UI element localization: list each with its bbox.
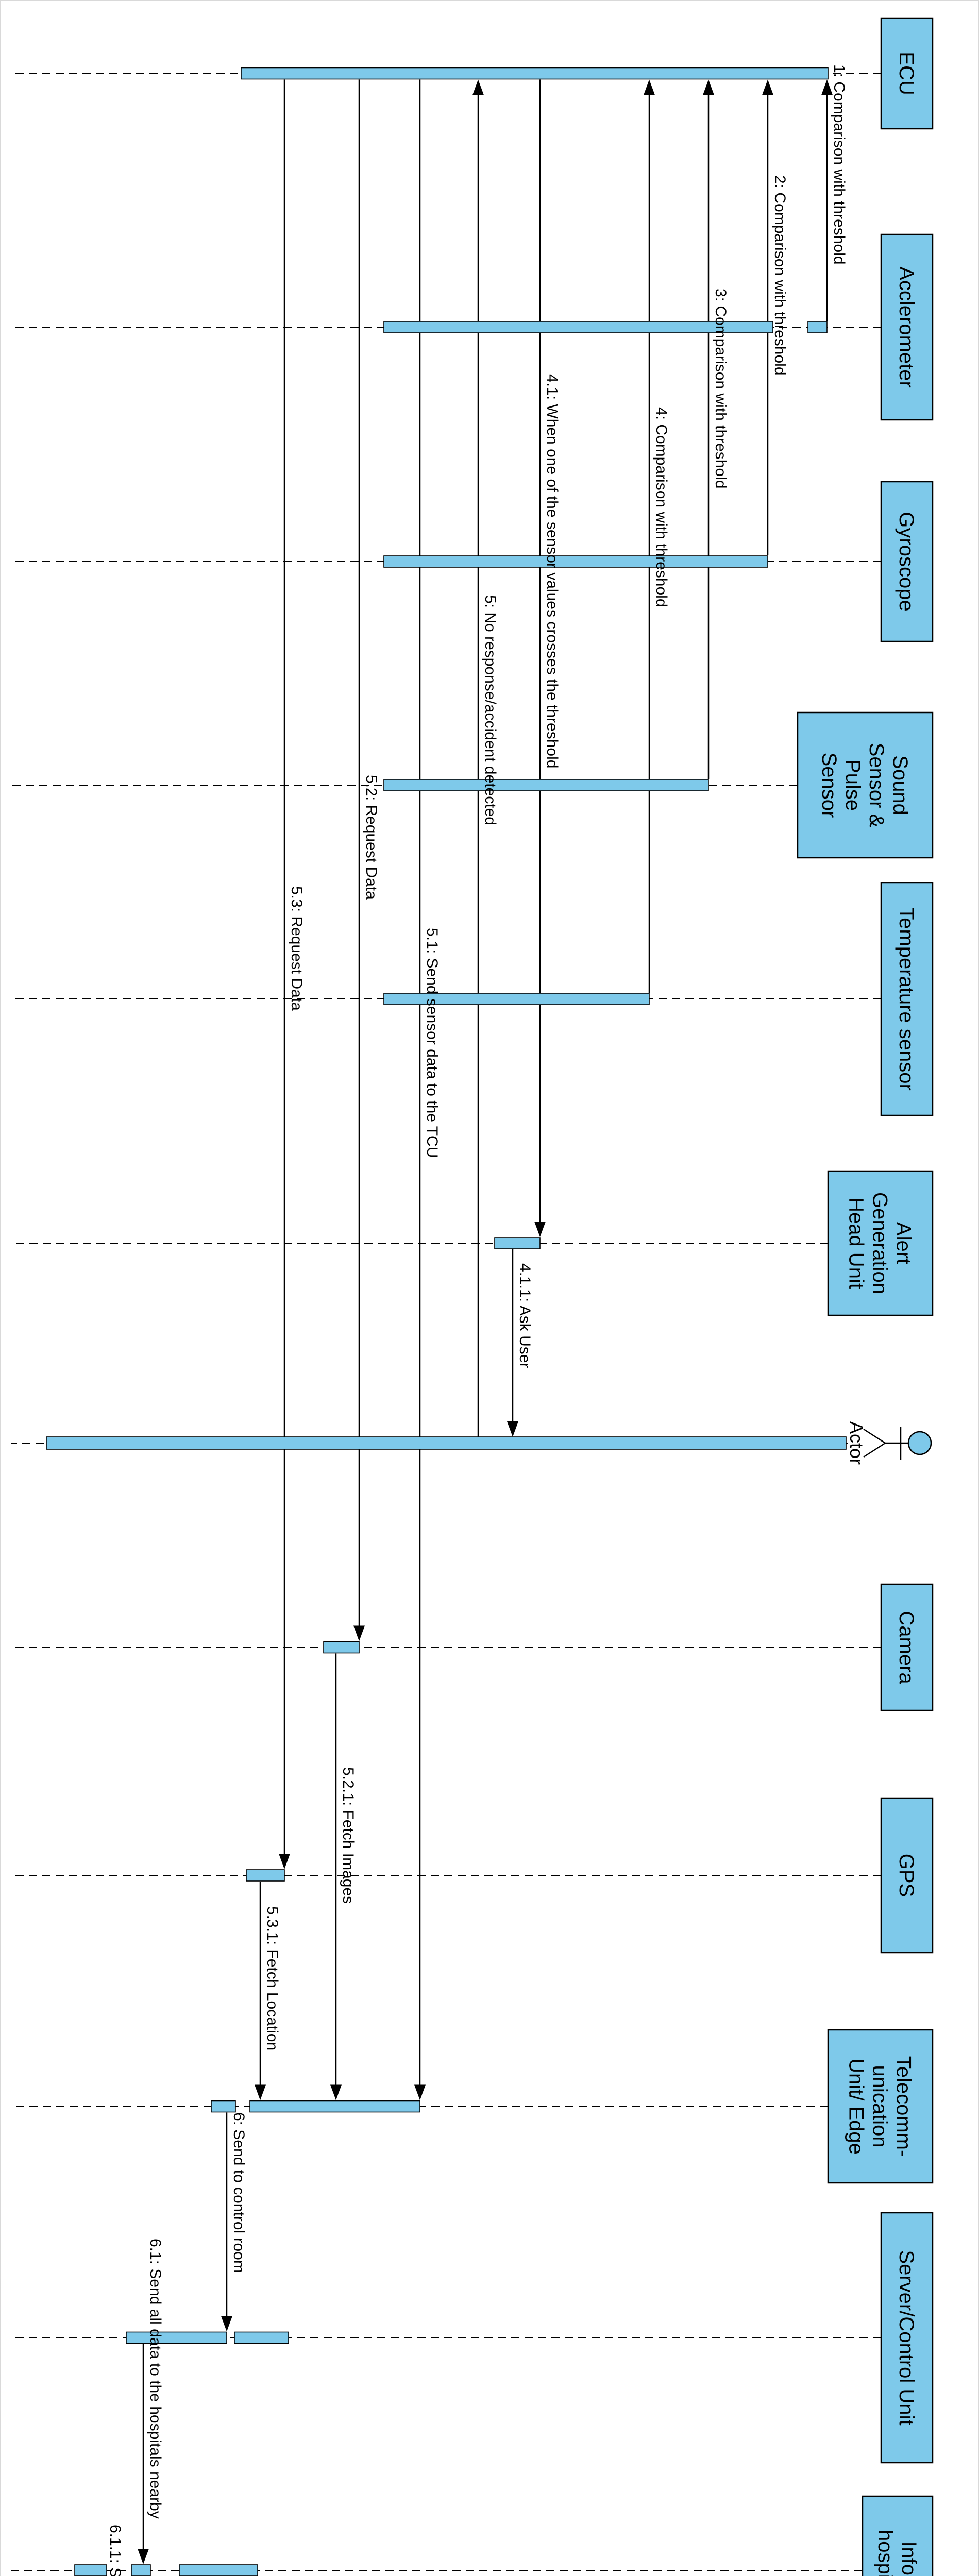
activation-gyroscope-3 <box>383 555 768 568</box>
message-label-3: 3: Comparison with threshold <box>712 289 729 489</box>
message-arrowhead-11 <box>279 1854 290 1869</box>
activation-inform-hospitals-16 <box>74 2564 107 2576</box>
participant-box-accelerometer <box>880 233 934 421</box>
message-arrowhead-9 <box>353 1625 365 1641</box>
activation-telecommunication-unit-edge-11 <box>211 2100 236 2113</box>
activation-accelerometer-1 <box>807 321 828 333</box>
actor-figure-icon <box>863 1427 932 1460</box>
participant-label-telecommunication-unit-edge: Telecomm-unicationUnit/ Edge <box>845 2056 915 2157</box>
participant-box-gps <box>880 1797 934 1954</box>
participant-box-server-control-unit <box>880 2212 934 2464</box>
participant-box-ecu <box>880 17 934 130</box>
participant-box-inform-hospitals <box>862 2495 934 2576</box>
activation-inform-hospitals-14 <box>179 2564 258 2576</box>
participant-label-sound-pulse-sensor: SoundSensor &PulseSensor <box>818 743 912 828</box>
participant-label-ecu: ECU <box>895 52 918 95</box>
activation-temperature-sensor-5 <box>383 993 650 1005</box>
participant-box-telecommunication-unit-edge <box>827 2029 934 2184</box>
message-arrowhead-8 <box>414 2084 426 2100</box>
message-label-8: 5.1: Send sensor data to the TCU <box>424 928 441 1158</box>
message-label-15: 6.1.1: Send all data to save it long ter… <box>107 2524 124 2576</box>
participant-box-camera <box>880 1583 934 1711</box>
participant-box-gyroscope <box>880 481 934 642</box>
activation-inform-hospitals-15 <box>131 2564 151 2576</box>
message-arrowhead-5 <box>534 1222 546 1237</box>
activation-server-control-unit-12 <box>234 2331 289 2344</box>
message-arrowhead-1 <box>821 79 833 95</box>
message-arrowhead-13 <box>221 2316 232 2332</box>
participant-label-accelerometer: Acclerometer <box>895 266 918 388</box>
message-label-4: 4: Comparison with threshold <box>653 407 670 607</box>
message-label-7: 5: No response/accident detected <box>482 595 499 825</box>
activation-server-control-unit-13 <box>126 2331 227 2344</box>
message-arrowhead-10 <box>330 2084 342 2100</box>
participant-box-alert-generation-head-unit <box>827 1170 934 1316</box>
activation-sound-pulse-sensor-4 <box>383 779 709 791</box>
participant-label-gps: GPS <box>895 1854 918 1897</box>
message-label-13: 6: Send to control room <box>230 2112 247 2273</box>
participant-label-temperature-sensor: Temperature sensor <box>895 907 918 1091</box>
activation-telecommunication-unit-edge-10 <box>249 2100 420 2113</box>
message-arrowhead-7 <box>472 79 484 95</box>
message-label-9: 5.2: Request Data <box>363 775 380 900</box>
message-label-14: 6.1: Send all data to the hospitals near… <box>147 2239 164 2519</box>
message-arrowhead-2 <box>762 79 773 95</box>
message-label-1: 1: Comparison with threshold <box>831 64 848 265</box>
activation-accelerometer-2 <box>383 321 773 333</box>
message-label-6: 4.1.1: Ask User <box>516 1263 533 1368</box>
participant-box-temperature-sensor <box>880 882 934 1116</box>
participant-label-server-control-unit: Server/Control Unit <box>895 2250 918 2425</box>
participant-label-actor: Actor <box>846 1421 867 1465</box>
activation-actor-7 <box>46 1436 847 1450</box>
message-label-12: 5.3.1: Fetch Location <box>264 1906 281 2050</box>
participant-label-gyroscope: Gyroscope <box>895 512 918 611</box>
participant-box-sound-pulse-sensor <box>797 711 934 859</box>
message-arrowhead-14 <box>138 2549 149 2564</box>
message-label-5: 4.1: When one of the sensor values cross… <box>544 374 561 768</box>
message-arrowhead-3 <box>703 79 714 95</box>
participant-label-camera: Camera <box>895 1611 918 1684</box>
participant-label-inform-hospitals: Informhospitals <box>874 2530 920 2576</box>
message-label-10: 5.2.1: Fetch Images <box>340 1767 357 1904</box>
activation-camera-8 <box>323 1641 360 1654</box>
actor-leg-left <box>863 1428 886 1444</box>
message-label-11: 5.3: Request Data <box>288 886 305 1011</box>
activation-alert-generation-head-unit-6 <box>494 1237 541 1249</box>
activation-ecu-0 <box>241 67 829 80</box>
actor-leg-right <box>863 1442 886 1458</box>
actor-head <box>907 1431 932 1455</box>
message-arrowhead-4 <box>644 79 655 95</box>
message-label-2: 2: Comparison with threshold <box>771 175 788 376</box>
message-arrowhead-6 <box>507 1421 518 1437</box>
message-arrowhead-12 <box>255 2084 266 2100</box>
participant-label-alert-generation-head-unit: AlertGenerationHead Unit <box>845 1192 915 1294</box>
activation-gps-9 <box>246 1869 285 1882</box>
